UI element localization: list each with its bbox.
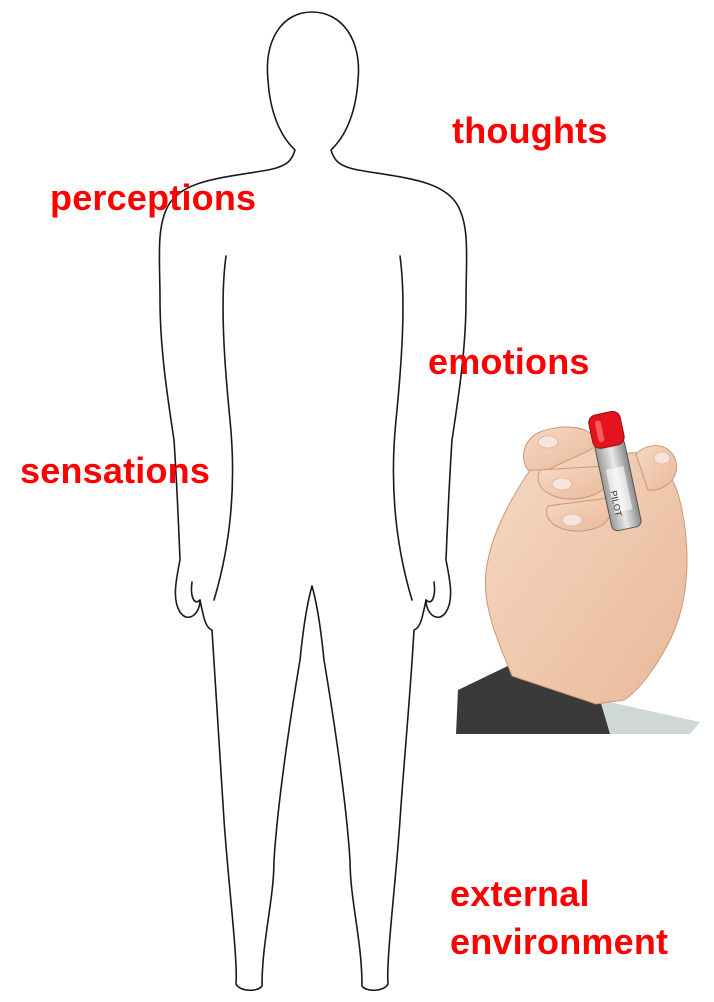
label-sensations: sensations [20,449,210,493]
label-perceptions: perceptions [50,176,256,220]
label-external-environment: external environment [450,870,668,966]
label-external-line1: external [450,870,668,918]
label-external-line2: environment [450,918,668,966]
label-thoughts: thoughts [452,109,608,153]
label-emotions: emotions [428,340,590,384]
